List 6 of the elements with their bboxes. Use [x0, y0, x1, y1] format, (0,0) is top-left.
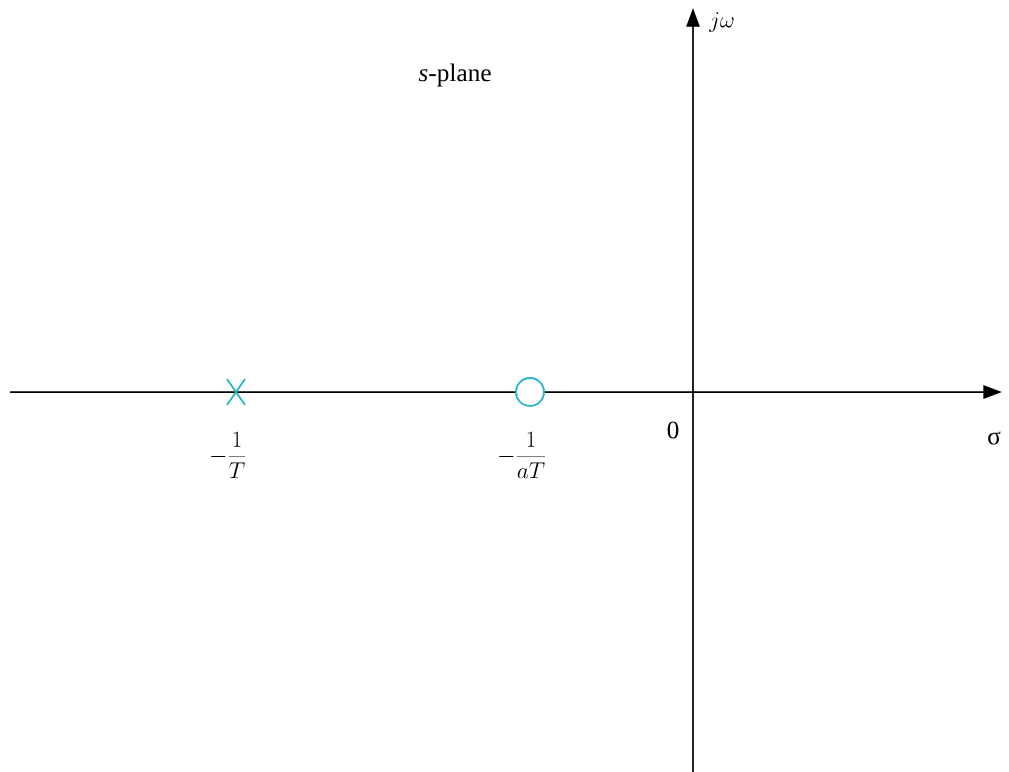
axis-label: σ	[988, 431, 1001, 445]
axis-label: $j\omega$	[708, 12, 734, 32]
plane-label: s-plane	[418, 63, 491, 87]
pole-label: $-\frac{1}{T}$	[211, 431, 246, 479]
origin-label: 0	[667, 421, 679, 439]
zero-label: $-\frac{1}{aT}$	[499, 431, 546, 479]
